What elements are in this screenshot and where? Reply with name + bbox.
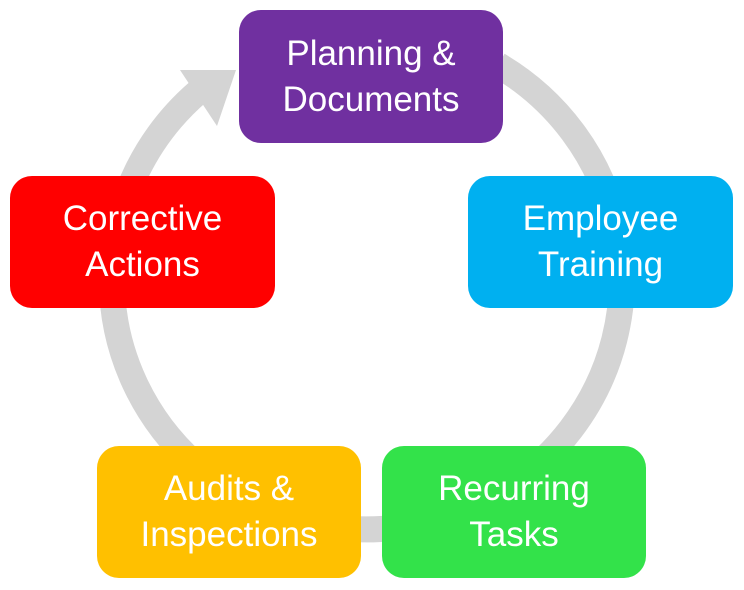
node-recurring-label: Recurring Tasks xyxy=(438,469,590,554)
arrowhead-icon xyxy=(180,70,236,126)
node-audits-label: Audits & Inspections xyxy=(140,469,318,554)
node-recurring-tasks: Recurring Tasks xyxy=(382,446,646,578)
node-employee-training: Employee Training xyxy=(468,176,733,308)
node-planning-documents: Planning & Documents xyxy=(239,10,503,143)
node-corrective-label: Corrective Actions xyxy=(62,199,223,284)
node-planning-label: Planning & Documents xyxy=(282,33,460,119)
node-audits-inspections: Audits & Inspections xyxy=(97,446,361,578)
node-training-label: Employee Training xyxy=(522,199,679,284)
node-corrective-actions: Corrective Actions xyxy=(10,176,275,308)
